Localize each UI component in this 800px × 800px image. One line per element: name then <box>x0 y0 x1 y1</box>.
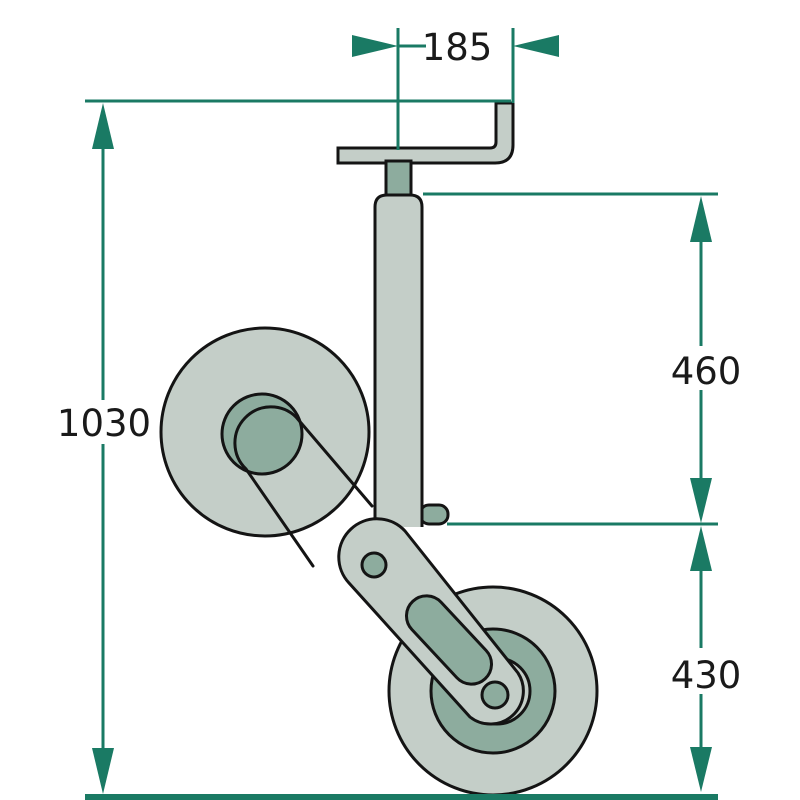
dim-label-overall-height: 1030 <box>57 402 151 445</box>
support-wheel-stored <box>159 326 374 568</box>
pivot-bolt <box>360 551 388 579</box>
arrow-up-icon <box>690 196 712 242</box>
bracket-plate <box>336 101 515 165</box>
arrow-down-icon <box>92 748 114 794</box>
spindle-stem <box>384 159 413 200</box>
arrow-up-icon <box>690 526 712 571</box>
arrow-down-icon <box>690 478 712 523</box>
axle-bolt <box>480 680 510 710</box>
outer-tube <box>373 193 424 527</box>
support-wheel-hub <box>220 392 304 476</box>
dimension-lower-height: 430 <box>447 522 742 792</box>
dim-label-top-width: 185 <box>422 26 493 69</box>
dimension-top-width: 185 <box>352 26 559 150</box>
ground-line <box>85 794 718 800</box>
dim-label-lower-height: 430 <box>671 654 742 697</box>
arrow-left-icon <box>513 35 559 57</box>
mounting-bracket <box>336 101 515 165</box>
clamp-handle-knob <box>418 503 450 526</box>
swing-arm-slot <box>404 594 494 686</box>
dim-label-upper-height: 460 <box>671 350 742 393</box>
arrow-up-icon <box>92 103 114 149</box>
swing-arm-ghost-outline <box>233 405 374 568</box>
swing-arm <box>337 517 525 726</box>
arrow-down-icon <box>690 747 712 792</box>
dimension-overall-height: 1030 <box>57 99 511 794</box>
dimension-upper-height: 460 <box>423 192 742 523</box>
arrow-right-icon <box>352 35 398 57</box>
